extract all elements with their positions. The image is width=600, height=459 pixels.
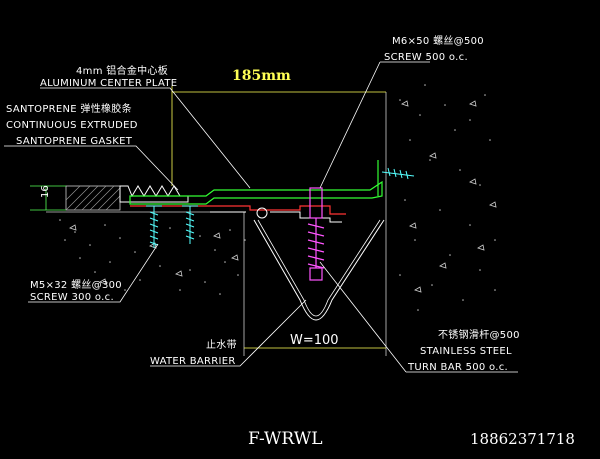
label-gasket-en2: SANTOPRENE GASKET <box>16 136 133 147</box>
label-turnbar-cn: 不锈钢滑杆@500 <box>438 328 520 341</box>
water-barrier <box>253 219 385 321</box>
screw-top <box>381 167 415 180</box>
concrete-right <box>399 84 496 311</box>
dim-w100-text: W=100 <box>290 333 339 348</box>
anchor-bolt <box>307 187 325 281</box>
concrete-right-triangles <box>401 100 497 293</box>
concrete-left <box>59 219 246 295</box>
label-aluminum-en: ALUMINUM CENTER PLATE <box>40 78 177 89</box>
leader-lines <box>4 61 518 373</box>
gasket-hatch <box>65 185 121 211</box>
label-water-cn: 止水带 <box>206 339 237 351</box>
label-gasket-cn: SANTOPRENE 弹性橡胶条 <box>6 102 132 115</box>
frame-profile <box>130 205 346 215</box>
turn-bar-pivot <box>256 207 268 219</box>
label-screw-bottom-cn: M5×32 螺丝@300 <box>30 279 122 291</box>
santoprene-gasket <box>119 185 189 203</box>
label-turnbar-en1: STAINLESS STEEL <box>420 346 512 357</box>
dim-185-text: 185mm <box>232 68 291 84</box>
label-screw-top-en: SCREW 500 o.c. <box>384 52 468 63</box>
label-screw-bottom-en: SCREW 300 o.c. <box>30 292 114 303</box>
aluminum-center-plate <box>129 180 383 205</box>
gasket-block <box>65 185 121 211</box>
label-turnbar-en2: TURN BAR 500 o.c. <box>407 362 508 373</box>
screw-left-1 <box>146 205 162 248</box>
screw-left-2 <box>182 205 198 244</box>
phone-number: 18862371718 <box>470 430 575 448</box>
label-water-en: WATER BARRIER <box>150 356 236 367</box>
dim-16-text: 16 <box>40 185 51 198</box>
label-gasket-en1: CONTINUOUS EXTRUDED <box>6 120 138 131</box>
label-screw-top-cn: M6×50 螺丝@500 <box>392 35 484 47</box>
model-title: F-WRWL <box>248 429 323 449</box>
concrete-left-triangles <box>69 224 239 285</box>
label-aluminum-cn: 4mm 铝合金中心板 <box>76 64 168 77</box>
water-barrier-inner <box>257 219 381 317</box>
